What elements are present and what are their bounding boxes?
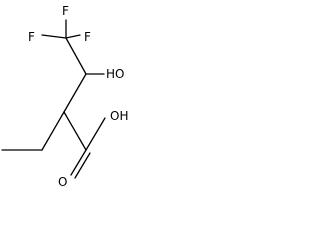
- atom-label-carboxyl-oh: OH: [110, 109, 128, 123]
- bond-carboxyl-to-oh: [85, 117, 106, 151]
- bond-c2-to-ethyl-ch2: [41, 111, 65, 151]
- bond-cf3-to-f-right: [65, 34, 81, 39]
- atom-label-f-right: F: [84, 30, 91, 44]
- chemical-structure: F F F HO OH O: [1, 4, 128, 189]
- bond-cf3-to-c3: [65, 37, 87, 75]
- atom-label-f-top: F: [62, 4, 69, 18]
- bond-c2-to-carboxyl-carbon: [63, 111, 87, 151]
- atom-label-carbonyl-o: O: [58, 175, 67, 189]
- atom-label-hydroxyl: HO: [106, 67, 124, 81]
- bond-c3-to-c2: [63, 73, 87, 113]
- atom-label-f-left: F: [28, 30, 35, 44]
- bond-carboxyl-to-carbonyl-o-1: [70, 149, 87, 176]
- bond-carboxyl-to-carbonyl-o-2: [74, 152, 91, 179]
- bond-cf3-to-f-left: [41, 34, 67, 39]
